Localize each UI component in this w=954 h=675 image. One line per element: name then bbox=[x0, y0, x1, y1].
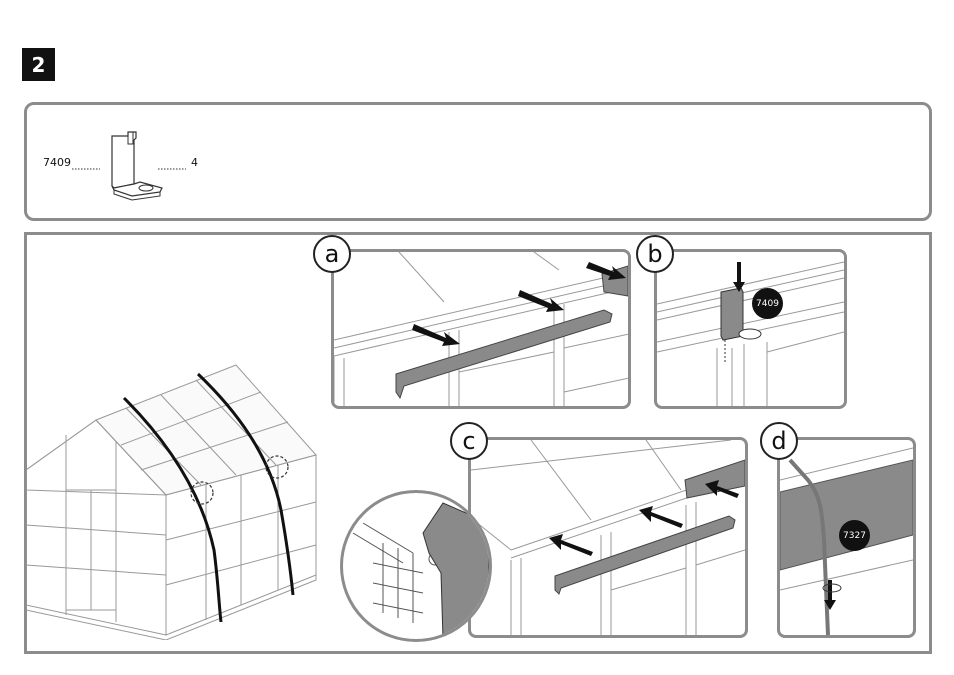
zoom-detail-drawing bbox=[343, 493, 489, 639]
panel-d-label: d bbox=[760, 422, 798, 460]
part-number-label: 7409 bbox=[43, 156, 71, 169]
panel-c-drawing bbox=[471, 440, 745, 635]
panel-b bbox=[654, 249, 847, 409]
panel-b-drawing bbox=[657, 252, 844, 406]
panel-a-label: a bbox=[313, 235, 351, 273]
greenhouse-overview-drawing bbox=[26, 360, 326, 640]
panel-b-part-callout: 7409 bbox=[752, 288, 783, 319]
zoom-detail-circle bbox=[340, 490, 492, 642]
panel-b-label: b bbox=[636, 235, 674, 273]
part-quantity-label: 4 bbox=[191, 156, 198, 169]
panel-c-label: c bbox=[450, 422, 488, 460]
step-number-badge: 2 bbox=[22, 48, 55, 81]
panel-a-drawing bbox=[334, 252, 628, 406]
panel-a bbox=[331, 249, 631, 409]
bracket-part-illustration bbox=[70, 128, 200, 203]
panel-c bbox=[468, 437, 748, 638]
panel-d-part-callout: 7327 bbox=[839, 520, 870, 551]
